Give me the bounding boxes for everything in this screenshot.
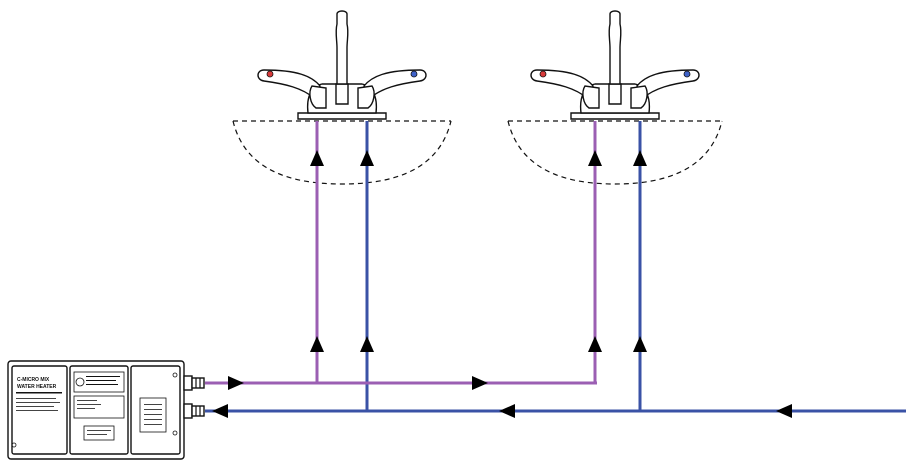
water-heater-icon: C-MICRO MIX WATER HEATER (7, 360, 205, 460)
flow-arrow-icon (360, 336, 374, 352)
heater-sub-label: WATER HEATER (17, 384, 57, 390)
flow-arrow-icon (310, 150, 324, 166)
flow-arrow-icon (360, 150, 374, 166)
flow-arrow-icon (588, 336, 602, 352)
flow-arrow-icon (499, 404, 515, 418)
flow-arrow-icon (633, 150, 647, 166)
flow-arrow-icon (776, 404, 792, 418)
flow-arrow-icon (588, 150, 602, 166)
flow-arrow-icon (472, 376, 488, 390)
flow-arrow-icon (633, 336, 647, 352)
mixer-tap-icon (257, 10, 427, 120)
flow-arrow-icon (310, 336, 324, 352)
basin-left (232, 120, 452, 185)
heater-brand-label: C-MICRO MIX (17, 377, 50, 383)
basin-right (507, 120, 723, 185)
flow-arrow-icon (212, 404, 228, 418)
mixer-tap-icon (530, 10, 700, 120)
flow-arrow-icon (228, 376, 244, 390)
